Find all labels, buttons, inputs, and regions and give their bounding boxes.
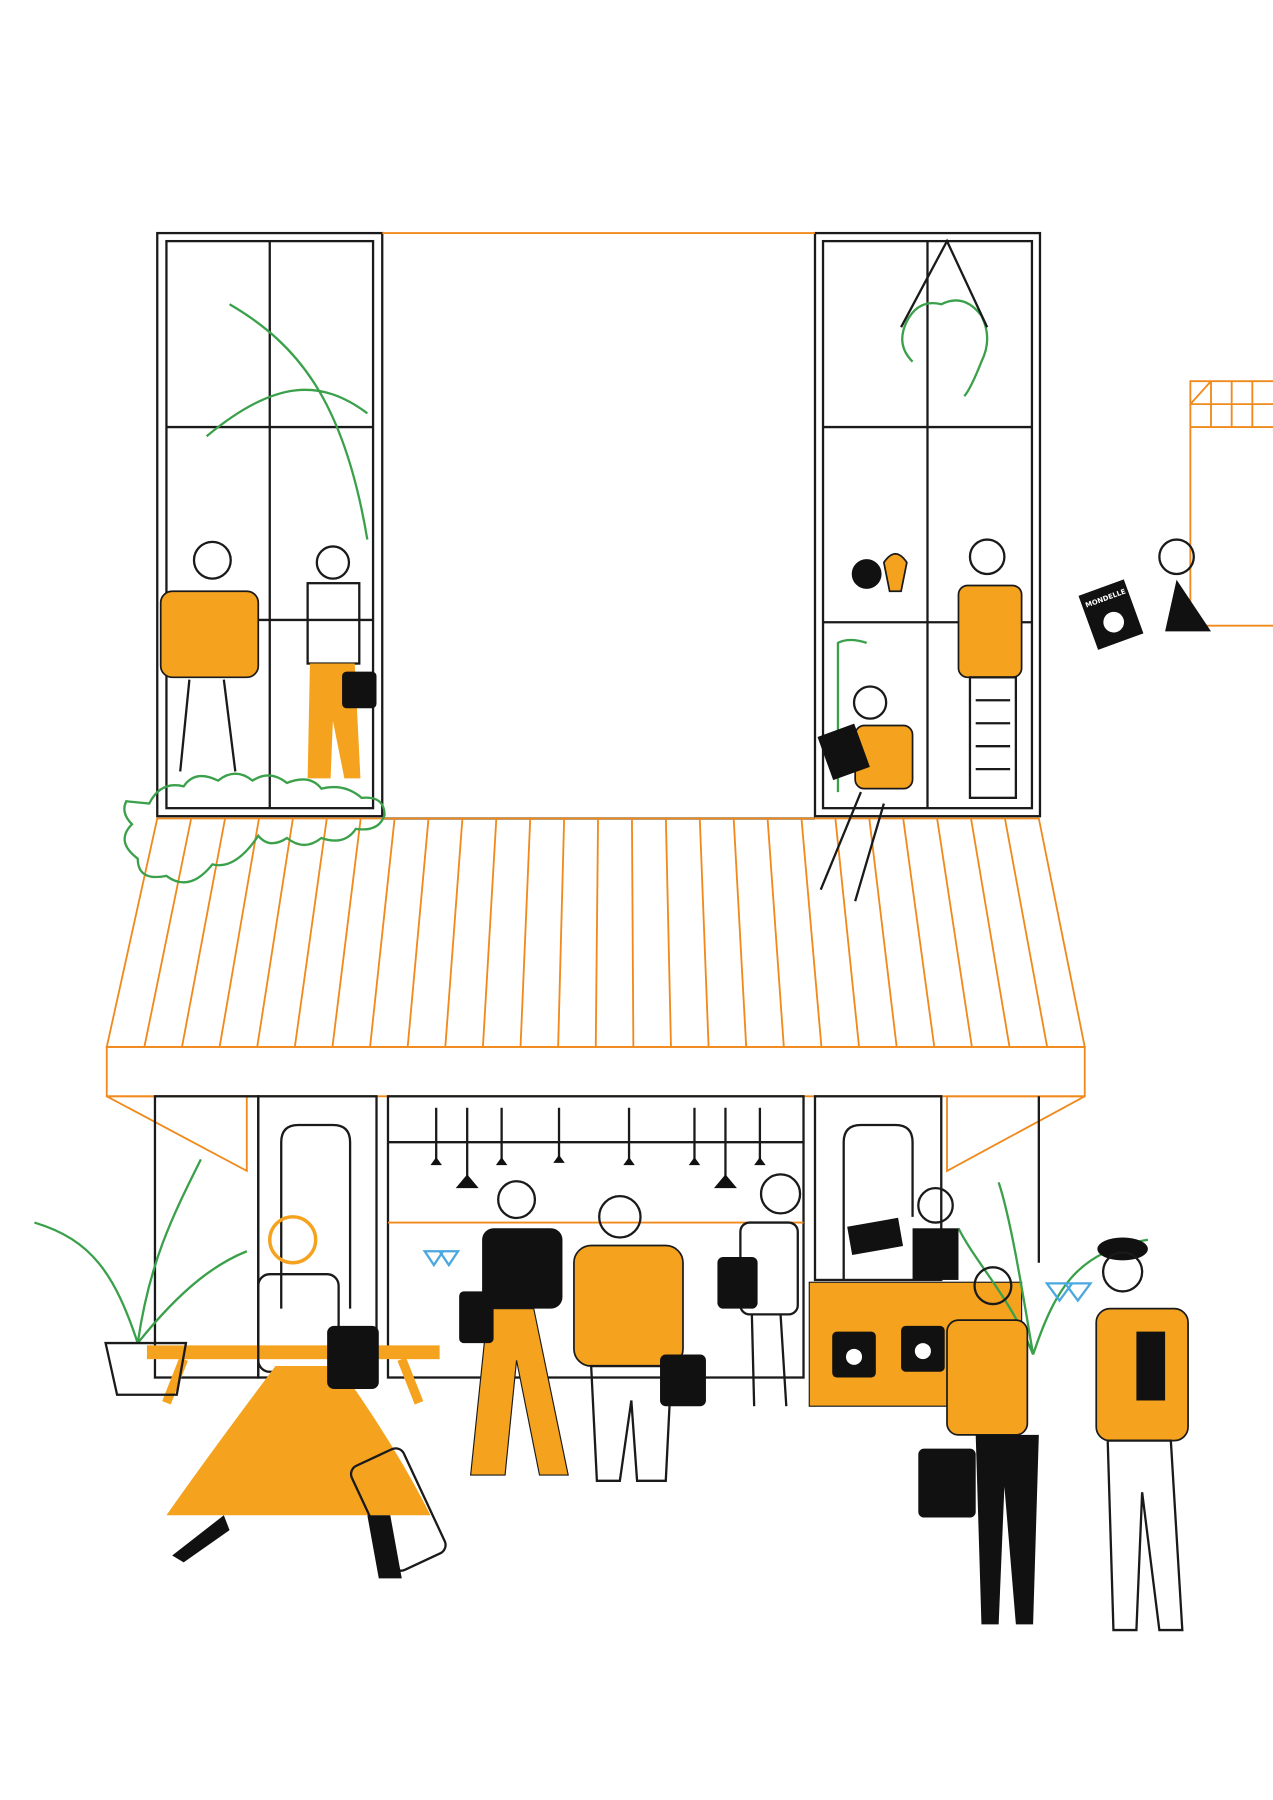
people: MONDELLE	[159, 538, 1212, 1632]
person-man-striped-pants	[957, 538, 1023, 799]
pendant-lamp	[754, 1107, 766, 1166]
person-reading-on-ledge	[817, 685, 914, 902]
person-man-with-glasses	[717, 1173, 802, 1407]
pendant-lamp	[623, 1107, 635, 1166]
coconut-drink	[851, 559, 882, 589]
person-man-back-view	[573, 1195, 706, 1482]
pendant-lamp	[495, 1107, 508, 1166]
awning-stripe	[800, 818, 823, 1048]
striped-awning	[105, 817, 1086, 1173]
person-woman-black-top	[459, 1180, 569, 1476]
person-man-with-book-left-window	[159, 540, 260, 772]
awning-stripe	[256, 818, 294, 1048]
awning-stripe	[594, 818, 599, 1047]
pendant-lamp	[688, 1107, 701, 1166]
awning-stripe	[834, 818, 860, 1048]
awning-stripe	[218, 818, 260, 1048]
awning-stripe	[698, 818, 710, 1047]
person-neighbor-reaching: MONDELLE	[1078, 538, 1212, 650]
mondelle-book: MONDELLE	[1078, 579, 1144, 650]
cocktail-glasses	[422, 1250, 1093, 1303]
awning-stripe	[902, 818, 936, 1048]
awning-stripe	[444, 818, 464, 1047]
awning-stripe	[481, 818, 498, 1047]
awning-stripe	[631, 818, 635, 1047]
awning-stripe	[970, 818, 1011, 1048]
person-traveler-with-suitcase	[166, 1215, 447, 1579]
neighbor-window	[1189, 380, 1273, 627]
awning-stripe	[369, 818, 396, 1048]
awning-stripe	[519, 818, 532, 1047]
pineapple	[882, 553, 908, 593]
awning-stripe	[331, 818, 362, 1048]
person-cashier	[847, 1186, 959, 1280]
awning-stripe	[181, 818, 226, 1048]
awning-stripe	[1004, 818, 1049, 1048]
pendant-lamp	[455, 1107, 479, 1189]
awning-stripe	[557, 818, 566, 1047]
awning-stripe	[732, 818, 748, 1047]
person-woman-with-drink	[306, 545, 377, 779]
awning-stripe	[868, 818, 898, 1048]
awning-stripe	[293, 818, 328, 1048]
awning-stripe	[936, 818, 973, 1048]
left-window	[156, 231, 384, 818]
pendant-lamp	[553, 1107, 565, 1163]
awning-stripe	[143, 818, 193, 1048]
person-man-beret	[1095, 1237, 1189, 1632]
awning-stripe	[406, 818, 430, 1048]
pendant-lamp	[430, 1107, 442, 1166]
pendant-lamps	[430, 1107, 766, 1189]
pendant-lamp	[713, 1107, 737, 1189]
person-woman-with-tote	[918, 1266, 1039, 1625]
awning-stripe	[766, 818, 785, 1047]
awning-stripe	[664, 818, 672, 1047]
